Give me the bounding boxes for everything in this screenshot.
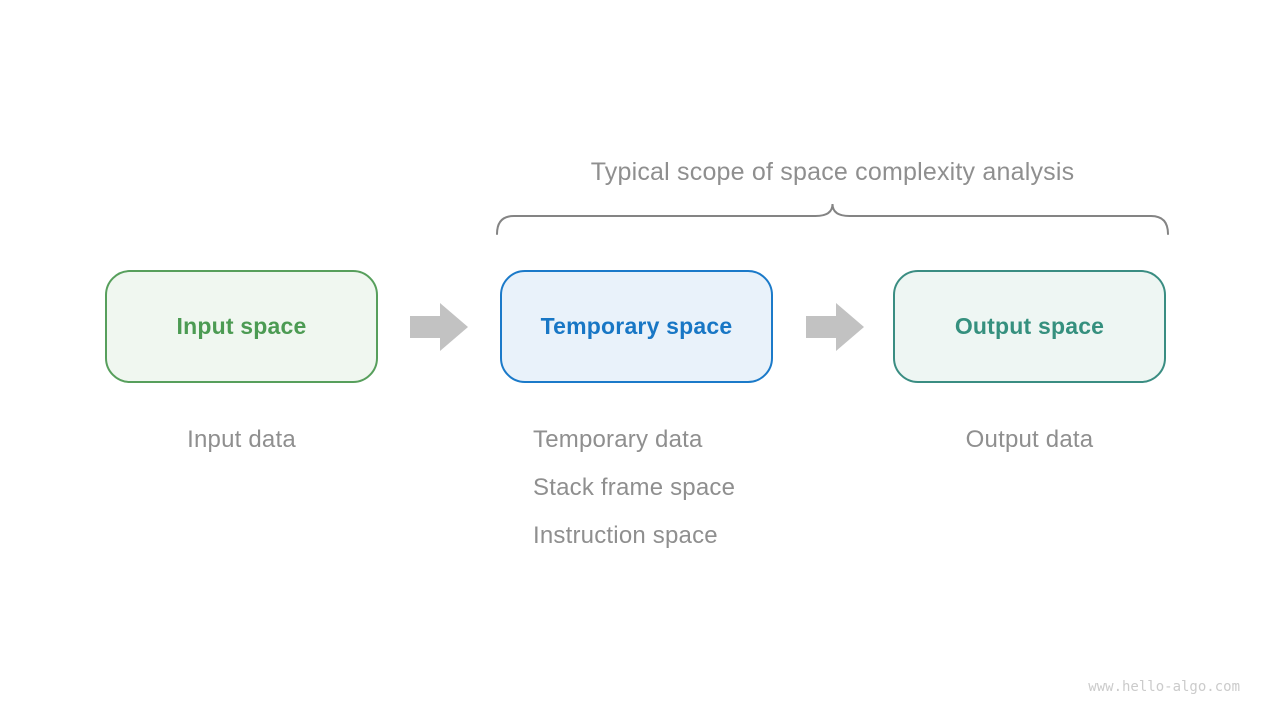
- input-space-sublabel: Input data: [187, 426, 296, 453]
- watermark: www.hello-algo.com: [1088, 679, 1240, 695]
- temporary-space-sublabel: Stack frame space: [533, 474, 736, 501]
- temporary-space-sublabels: Temporary data Stack frame space Instruc…: [533, 416, 735, 560]
- arrow-right-icon: [410, 303, 468, 351]
- box-input-space-label: Input space: [176, 313, 307, 339]
- box-input-space: Input space: [105, 270, 378, 383]
- temporary-space-sublabel: Temporary data: [533, 426, 703, 453]
- box-output-space: Output space: [893, 270, 1166, 383]
- temporary-space-sublabel: Instruction space: [533, 522, 718, 549]
- diagram-title: Typical scope of space complexity analys…: [590, 158, 1075, 186]
- box-temporary-space: Temporary space: [500, 270, 773, 383]
- box-output-space-label: Output space: [954, 313, 1105, 339]
- box-temporary-space-label: Temporary space: [540, 313, 733, 339]
- brace-top-icon: [496, 203, 1169, 235]
- arrow-right-icon: [806, 303, 864, 351]
- output-space-sublabel: Output data: [965, 426, 1094, 453]
